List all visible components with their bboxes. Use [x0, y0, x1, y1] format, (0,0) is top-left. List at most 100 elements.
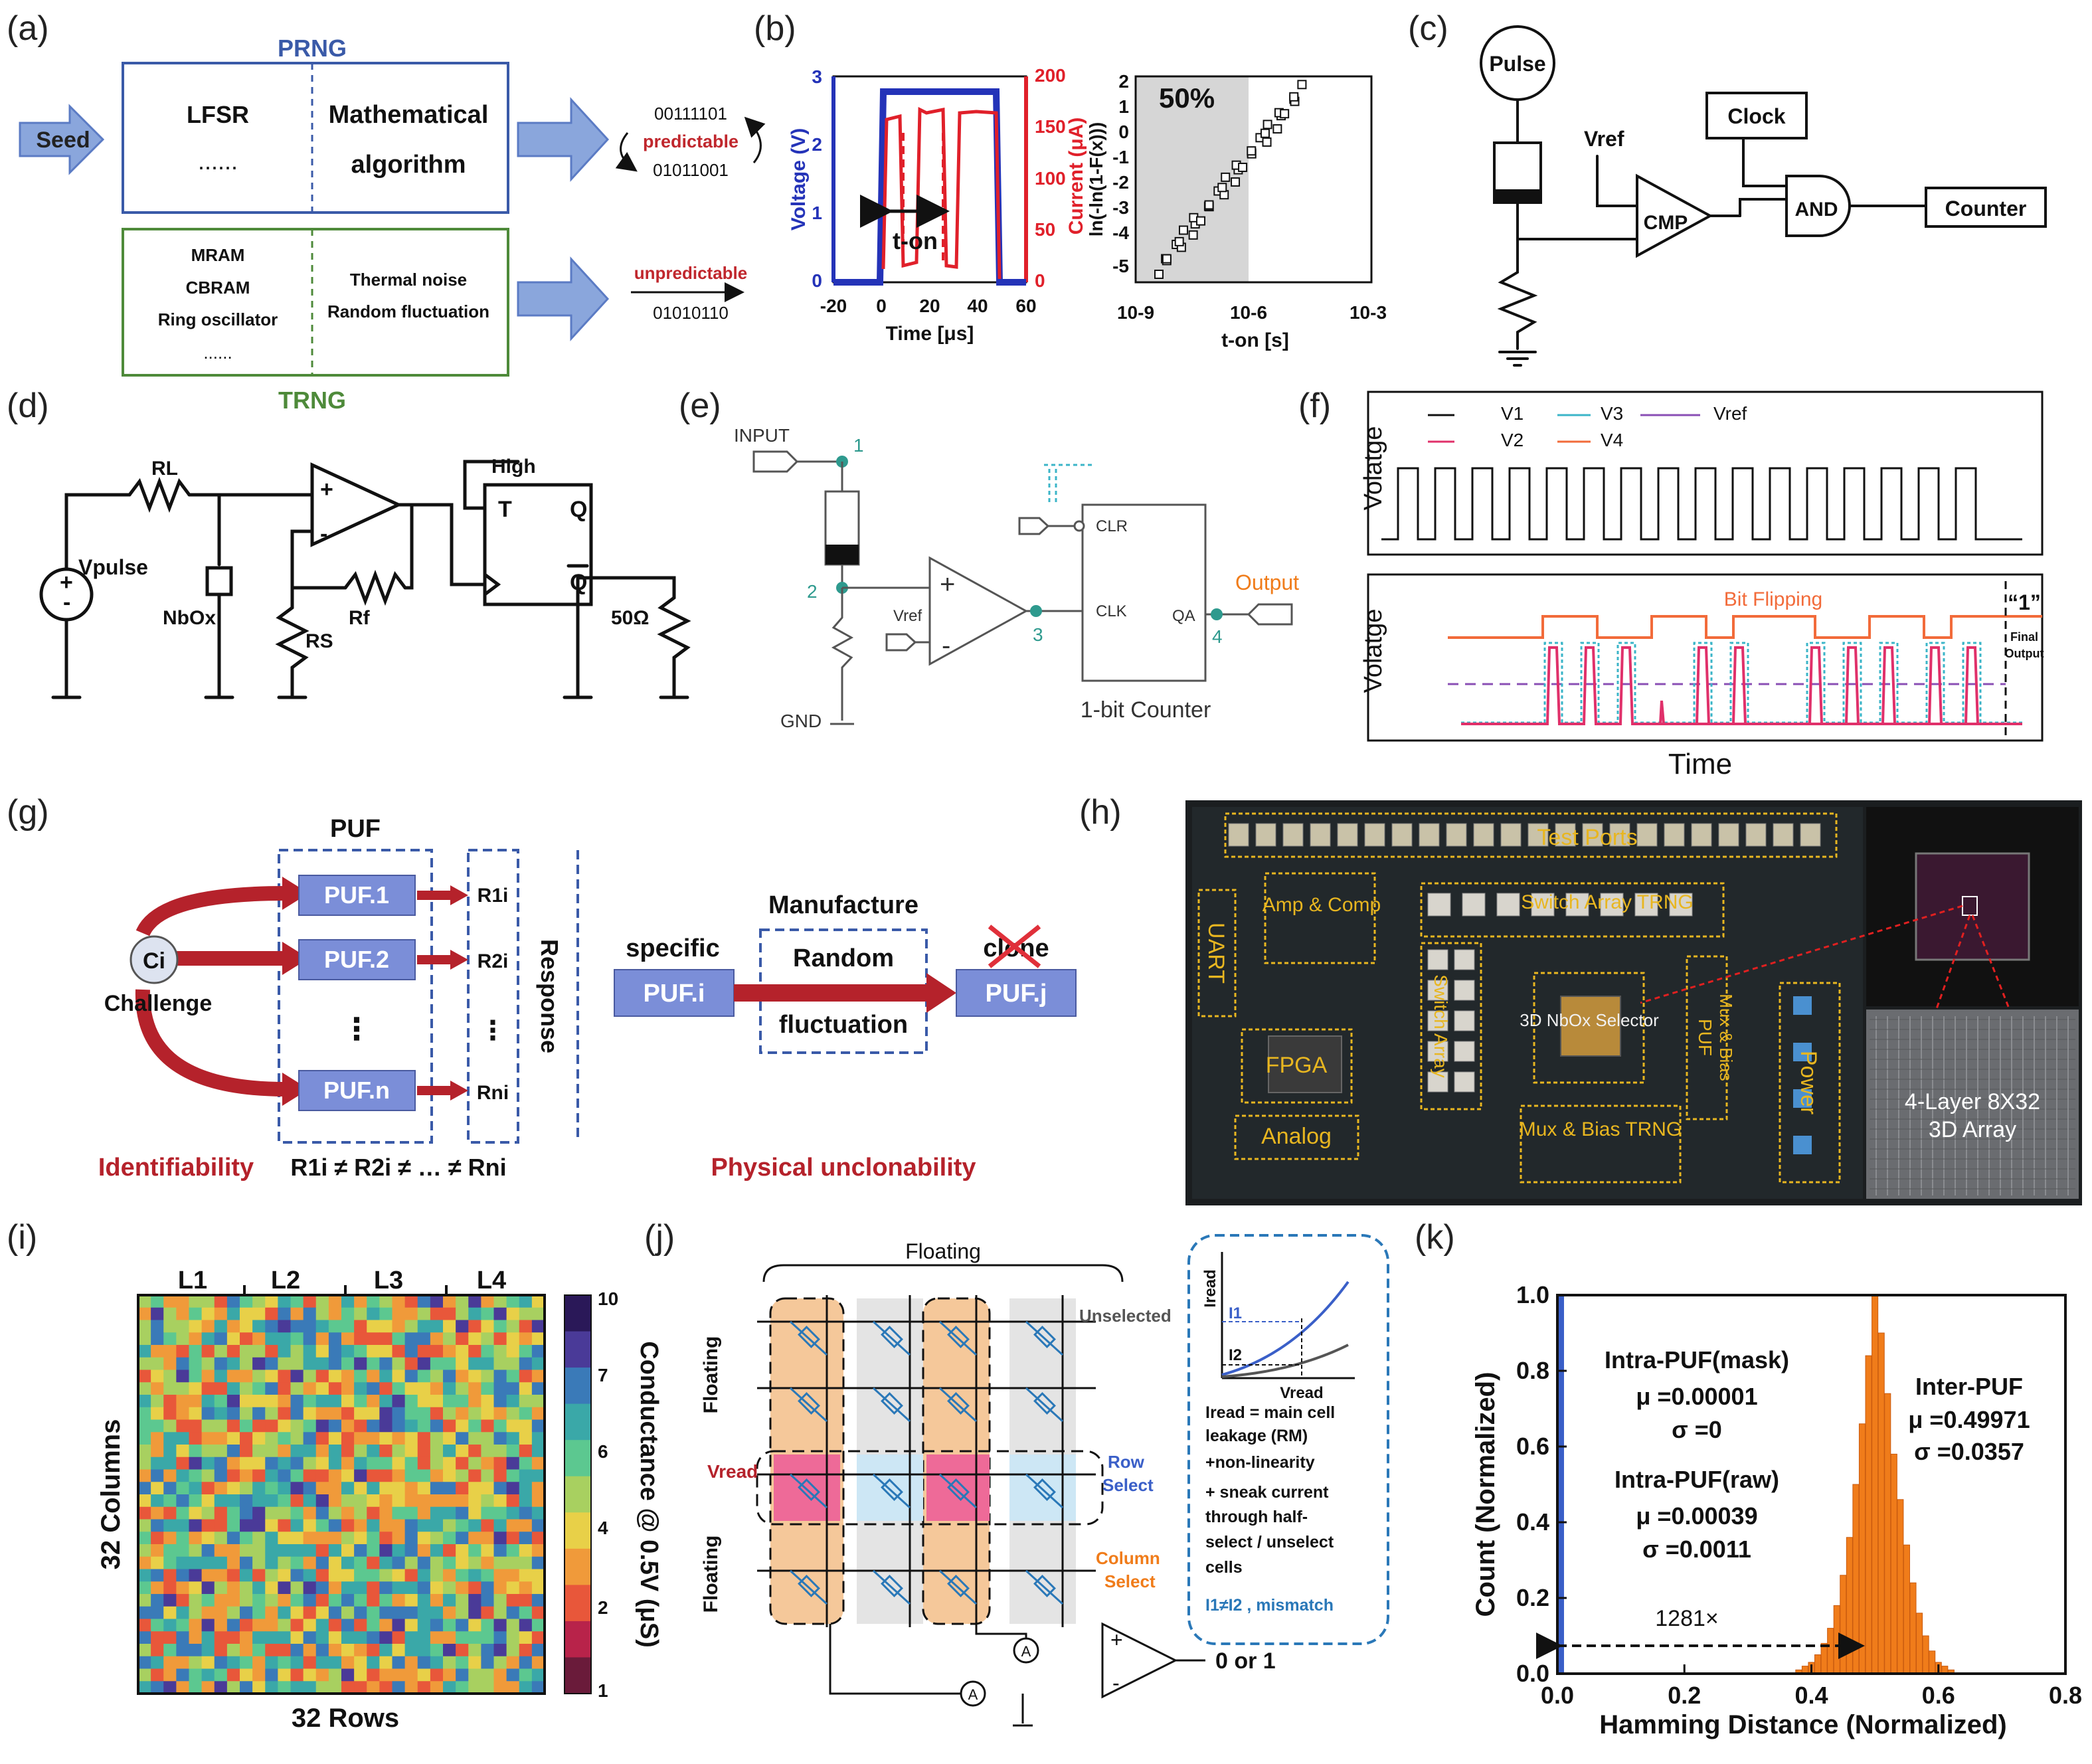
heatmap-cell: [379, 1544, 393, 1557]
k-intra-mask-title: Intra-PUF(mask): [1605, 1346, 1789, 1373]
heatmap-cell: [443, 1606, 456, 1620]
test-port: [1745, 823, 1767, 847]
i-colorbar: [565, 1295, 591, 1694]
heatmap-cell: [341, 1332, 355, 1346]
heatmap-cell: [430, 1345, 444, 1358]
d-resistor-rs: [275, 586, 309, 699]
heatmap-cell: [151, 1456, 164, 1470]
heatmap-cell: [367, 1432, 380, 1445]
k-intra-raw-mu: μ =0.00039: [1636, 1502, 1757, 1530]
heatmap-cell: [328, 1395, 342, 1408]
heatmap-cell: [493, 1357, 507, 1371]
heatmap-cell: [392, 1295, 406, 1308]
heatmap-cell: [201, 1681, 215, 1694]
heatmap-cell: [341, 1606, 355, 1620]
heatmap-cell: [201, 1345, 215, 1358]
g-r2: R2i: [478, 950, 509, 972]
heatmap-cell: [379, 1382, 393, 1395]
g-puf-1: [298, 875, 416, 916]
j-inset-i1: I1: [1229, 1304, 1242, 1322]
heatmap-cell: [176, 1581, 190, 1595]
heatmap-cell: [265, 1556, 278, 1570]
heatmap-cell: [328, 1445, 342, 1458]
heatmap-cell: [176, 1606, 190, 1620]
heatmap-cell: [138, 1619, 151, 1632]
g-identifiability: Identifiability: [98, 1154, 254, 1182]
heatmap-cell: [468, 1307, 481, 1321]
k-ratio: 1281×: [1655, 1606, 1719, 1631]
j-floating-top: Floating: [905, 1239, 981, 1263]
heatmap-cell: [214, 1295, 228, 1308]
heatmap-cell: [493, 1569, 507, 1582]
heatmap-cell: [531, 1532, 545, 1545]
seed-arrow: [19, 104, 105, 175]
heatmap-cell: [506, 1594, 520, 1607]
heatmap-cell: [163, 1494, 177, 1508]
heatmap-cell: [315, 1519, 329, 1532]
heatmap-cell: [278, 1445, 292, 1458]
switch-cell: [1454, 949, 1475, 970]
heatmap-cell: [252, 1681, 266, 1694]
cell-device: [798, 1326, 820, 1348]
heatmap-cell: [226, 1644, 240, 1657]
heatmap-cell: [481, 1482, 495, 1495]
heatmap-cell: [189, 1332, 203, 1346]
heatmap-cell: [341, 1407, 355, 1421]
heatmap-cell: [290, 1432, 304, 1445]
heatmap-cell: [468, 1656, 481, 1670]
heatmap-cell: [531, 1456, 545, 1470]
heatmap-cell: [138, 1482, 151, 1495]
inter-puf-bar: [1820, 1642, 1828, 1674]
heatmap-cell: [176, 1631, 190, 1644]
trng-cell: [1496, 893, 1520, 917]
heatmap-cell: [506, 1544, 520, 1557]
heatmap-cell: [354, 1419, 367, 1433]
heatmap-cell: [417, 1345, 431, 1358]
heatmap-cell: [315, 1532, 329, 1545]
heatmap-cell: [468, 1395, 481, 1408]
colorbar-segment: [565, 1476, 591, 1514]
weibull-point: [1204, 200, 1214, 210]
b-ytick-right-2: 100: [1035, 168, 1066, 189]
g-ci-label: Ci: [143, 948, 165, 974]
heatmap-cell: [456, 1482, 469, 1495]
heatmap-cell: [354, 1332, 367, 1346]
g-puf-j-label: PUF.j: [986, 980, 1047, 1008]
h-chips: [1268, 893, 1812, 1154]
switch-cell: [1454, 1041, 1475, 1062]
heatmap-cell: [367, 1482, 380, 1495]
e-counter-box: [1081, 503, 1207, 682]
heatmap-cell: [367, 1519, 380, 1532]
heatmap-cell: [226, 1469, 240, 1482]
heatmap-cell: [468, 1357, 481, 1371]
heatmap-cell: [430, 1668, 444, 1682]
prng-box: [122, 62, 509, 214]
heatmap-cell: [367, 1631, 380, 1644]
heatmap-cell: [201, 1668, 215, 1682]
heatmap-cell: [341, 1519, 355, 1532]
heatmap-cell: [493, 1456, 507, 1470]
heatmap-cell: [226, 1395, 240, 1408]
heatmap-cell: [506, 1606, 520, 1620]
heatmap-cell: [252, 1644, 266, 1657]
heatmap-cell: [328, 1606, 342, 1620]
heatmap-cell: [163, 1395, 177, 1408]
d-vpulse-source: [39, 567, 94, 622]
heatmap-cell: [392, 1369, 406, 1383]
heatmap-cell: [468, 1631, 481, 1644]
heatmap-cell: [417, 1357, 431, 1371]
heatmap-cell: [404, 1594, 418, 1607]
d-rs-label: RS: [305, 630, 333, 652]
heatmap-cell: [163, 1445, 177, 1458]
cell-wire: [789, 1473, 828, 1509]
inter-puf-bar: [1890, 1453, 1897, 1674]
heatmap-cell: [265, 1357, 278, 1371]
heatmap-cell: [226, 1532, 240, 1545]
g-rn: Rni: [477, 1082, 509, 1104]
heatmap-cell: [430, 1631, 444, 1644]
b-weibull-ylabel: ln(-ln(1-F(x))): [1086, 122, 1106, 237]
heatmap-cell: [214, 1594, 228, 1607]
heatmap-cell: [468, 1482, 481, 1495]
heatmap-cell: [303, 1482, 317, 1495]
heatmap-cell: [404, 1681, 418, 1694]
